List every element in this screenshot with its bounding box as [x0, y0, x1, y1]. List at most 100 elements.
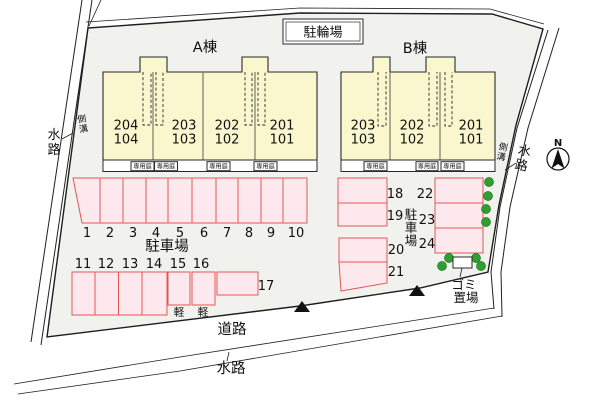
compass-icon: N: [546, 138, 570, 171]
parking-stall-15: [167, 271, 191, 306]
parking-lot-label: 駐車場: [145, 238, 189, 255]
unit-number: 201: [459, 119, 484, 134]
unit-number: 204: [114, 119, 139, 134]
tree-icon: [481, 217, 491, 227]
garbage-box: [452, 256, 473, 269]
garden-label: 専用庭: [157, 162, 176, 170]
waterway-label-left: 水路: [47, 128, 60, 158]
unit-number: 201: [270, 119, 295, 134]
stall-number: 13: [122, 257, 139, 272]
stairwell-dashed: [142, 72, 152, 126]
unit-number: 102: [215, 133, 240, 148]
garbage-leader-line: [459, 267, 463, 278]
garbage-label: ゴミ: [451, 277, 476, 292]
garden-label: 専用庭: [133, 162, 152, 170]
stall-number: 2: [106, 226, 114, 241]
garden-box: [440, 161, 465, 172]
garden-label: 専用庭: [256, 162, 275, 170]
tree-icon: [481, 204, 491, 214]
unit-number: 203: [172, 119, 197, 134]
waterway-line-left: [30, 0, 83, 343]
stall-number: 14: [146, 257, 163, 272]
parking-stall-20: [338, 237, 388, 263]
stall-number: 7: [223, 226, 231, 241]
leader-line: [504, 162, 517, 171]
bike-parking-box-inner: [285, 21, 361, 42]
stall-number: 19: [387, 209, 404, 224]
parking-row1: [72, 177, 308, 224]
garden-label: 専用庭: [443, 162, 462, 170]
stall-number: 10: [288, 226, 305, 241]
stall-number: 15: [170, 257, 187, 272]
garbage-label: 置場: [453, 290, 478, 305]
stall-number: 3: [129, 226, 137, 241]
waterway-line-left: [88, 0, 102, 27]
gutter-label-right: 側溝: [495, 140, 508, 163]
garden-box: [253, 161, 278, 172]
stairwell-dashed: [257, 72, 266, 126]
unit-number: 103: [172, 133, 197, 148]
stall-number: 4: [152, 226, 160, 241]
tree-icon: [484, 177, 494, 187]
bike-parking-label: 駐輪場: [303, 25, 342, 41]
stall-number: 16: [193, 257, 210, 272]
parking-row1-dividers: [99, 178, 284, 223]
waterway-line-bottom: [13, 307, 495, 385]
tree-icon: [444, 253, 454, 263]
stall-number: 12: [98, 257, 115, 272]
boundary-tick: [226, 351, 230, 362]
parking-stall-19: [337, 202, 388, 227]
tree-icon: [483, 191, 493, 201]
unit-number: 104: [114, 133, 139, 148]
stall-number: 21: [388, 265, 405, 280]
stall-number: 8: [245, 226, 253, 241]
tree-icon: [476, 261, 486, 271]
garden-label: 専用庭: [209, 162, 228, 170]
kei-label: 軽: [174, 307, 185, 319]
waterway-label-right: 水路: [513, 143, 532, 175]
leader-line: [61, 132, 74, 140]
svg-text:N: N: [554, 138, 562, 149]
garden-label: 専用庭: [366, 162, 385, 170]
parking-row2-dividers: [94, 272, 143, 315]
waterway-line-right: [490, 29, 549, 310]
stall-number: 24: [419, 237, 436, 252]
unit-number: 103: [351, 133, 376, 148]
stall-number: 5: [176, 226, 184, 241]
stall-number: 9: [267, 226, 275, 241]
bike-parking-box: [282, 18, 364, 45]
road-label: 道路: [218, 321, 247, 338]
waterway-line-right: [500, 27, 560, 318]
garden-box: [154, 161, 178, 172]
parking-row2: [71, 271, 168, 316]
stairwell-dashed: [244, 72, 253, 126]
gutter-label-left: 側溝: [76, 112, 89, 135]
parking-lot-label-vertical: 駐車場: [405, 207, 418, 248]
stall-number: 1: [83, 226, 91, 241]
stall-number: 20: [388, 243, 405, 258]
parking-stall-23: [434, 202, 484, 229]
building-a-label: A棟: [193, 39, 218, 56]
stall-number: 18: [387, 187, 404, 202]
stairwell-dashed: [444, 72, 453, 127]
waterway-line-left: [40, 0, 93, 346]
stall-number: 22: [417, 187, 434, 202]
tree-icon: [471, 253, 481, 263]
unit-number: 202: [400, 119, 425, 134]
kei-label: 軽: [198, 307, 209, 319]
unit-number: 101: [459, 133, 484, 148]
stall-number: 17: [258, 279, 275, 294]
tree-icon: [437, 261, 447, 271]
garden-box: [206, 161, 231, 172]
unit-number: 101: [270, 133, 295, 148]
stairwell-dashed: [377, 72, 387, 127]
parking-stall-16: [191, 271, 216, 306]
boundary-marker-triangle: [409, 285, 425, 296]
stall-number: 23: [419, 213, 436, 228]
stairwell-dashed: [155, 72, 164, 126]
parking-stall-22: [434, 177, 484, 204]
unit-number: 102: [400, 133, 425, 148]
parking-stall-24: [434, 227, 484, 254]
